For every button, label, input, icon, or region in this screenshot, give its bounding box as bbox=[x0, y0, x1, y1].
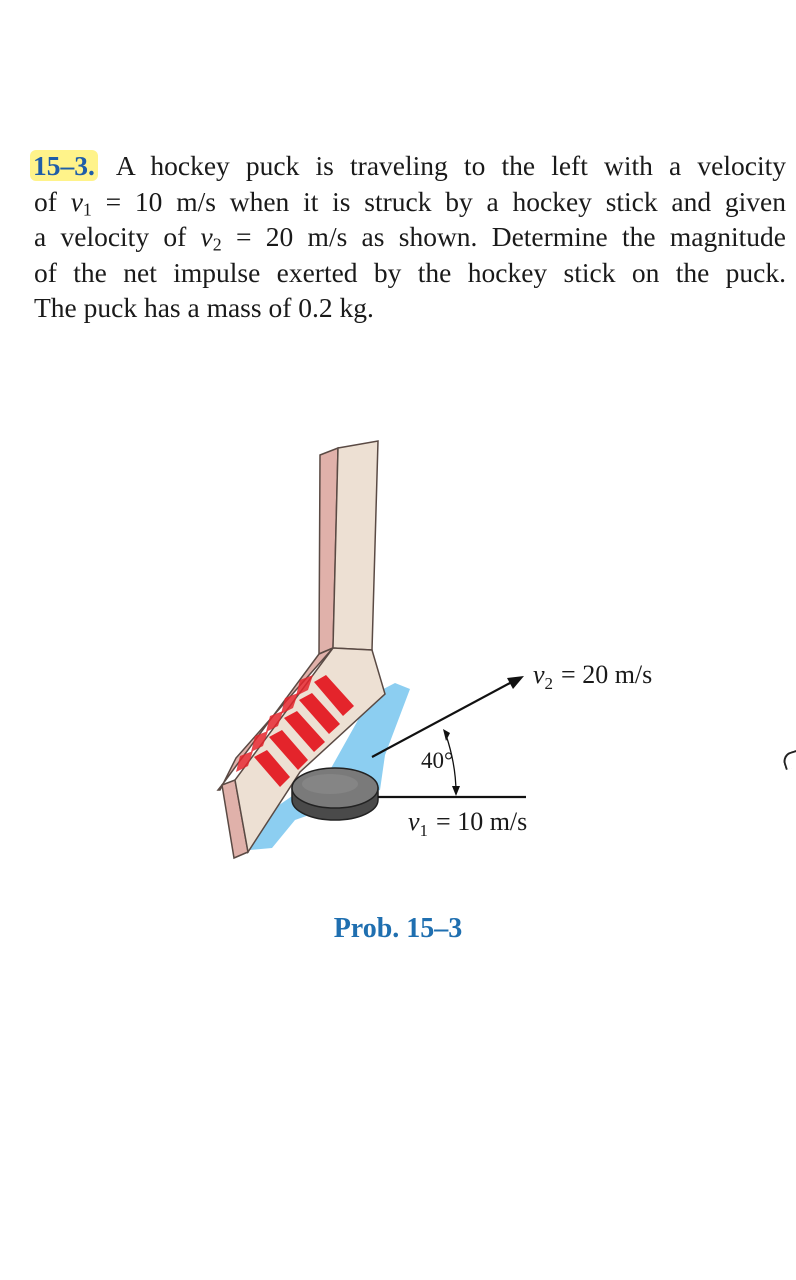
problem-line-4: of the net impulse exerted by the hockey… bbox=[34, 256, 786, 288]
problem-statement: 15–3.A hockey puck is traveling to the l… bbox=[30, 148, 787, 326]
ice-shadow bbox=[250, 683, 410, 850]
angle-label: 40° bbox=[421, 748, 453, 773]
v1-label: v1= 10 m/s bbox=[408, 807, 527, 840]
v2-label: v2= 20 m/s bbox=[533, 660, 652, 693]
problem-line-2: of v1 = 10 m/s when it is struck by a ho… bbox=[34, 185, 786, 219]
angle-arrow-top bbox=[443, 729, 450, 741]
v2-arrowhead bbox=[507, 676, 524, 689]
problem-line-1: 15–3.A hockey puck is traveling to the l… bbox=[30, 148, 786, 184]
problem-line-5: The puck has a mass of 0.2 kg. bbox=[34, 292, 374, 323]
stick-shaft-front bbox=[332, 440, 379, 651]
v2-arrow bbox=[371, 682, 511, 758]
problem-number: 15–3. bbox=[30, 150, 98, 181]
problem-line-3: a velocity of v2 = 20 m/s as shown. Dete… bbox=[34, 221, 787, 255]
angle-arrow-bottom bbox=[452, 786, 460, 796]
puck bbox=[291, 767, 379, 821]
tape-stripes bbox=[236, 675, 354, 787]
figure-caption: Prob. 15–3 bbox=[333, 913, 463, 944]
